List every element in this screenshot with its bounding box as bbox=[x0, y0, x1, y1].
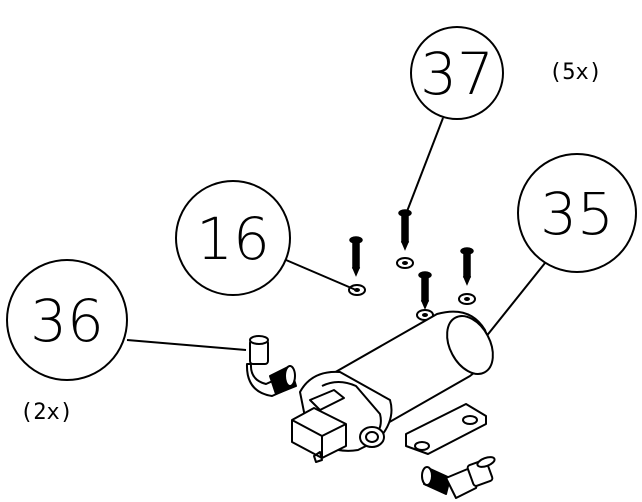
callout-37-number: 37 bbox=[420, 40, 494, 108]
leader-line-35 bbox=[484, 262, 546, 339]
callout-16: 16 bbox=[175, 180, 357, 296]
leader-line-16 bbox=[285, 259, 357, 291]
callout-36-quantity: (2x) bbox=[20, 400, 73, 425]
callout-37-quantity: (5x) bbox=[549, 60, 602, 85]
callout-36-number: 36 bbox=[30, 287, 104, 355]
callout-37: 37 (5x) bbox=[405, 26, 602, 215]
leader-line-36 bbox=[126, 339, 247, 351]
screw-3 bbox=[460, 247, 474, 286]
washer-2 bbox=[348, 284, 366, 296]
screw-2 bbox=[349, 236, 363, 277]
leader-line-37 bbox=[405, 117, 444, 215]
callout-16-number: 16 bbox=[196, 205, 270, 273]
elbow-fitting-1 bbox=[245, 335, 297, 397]
screw-1 bbox=[398, 209, 412, 251]
washer-1 bbox=[396, 257, 414, 269]
screw-4 bbox=[418, 271, 432, 310]
callout-36: 36 (2x) bbox=[6, 259, 247, 425]
washer-3 bbox=[458, 293, 476, 305]
pump bbox=[291, 310, 494, 463]
callout-35-number: 35 bbox=[540, 180, 614, 248]
elbow-fitting-2 bbox=[421, 456, 496, 499]
callout-35: 35 bbox=[484, 153, 637, 339]
